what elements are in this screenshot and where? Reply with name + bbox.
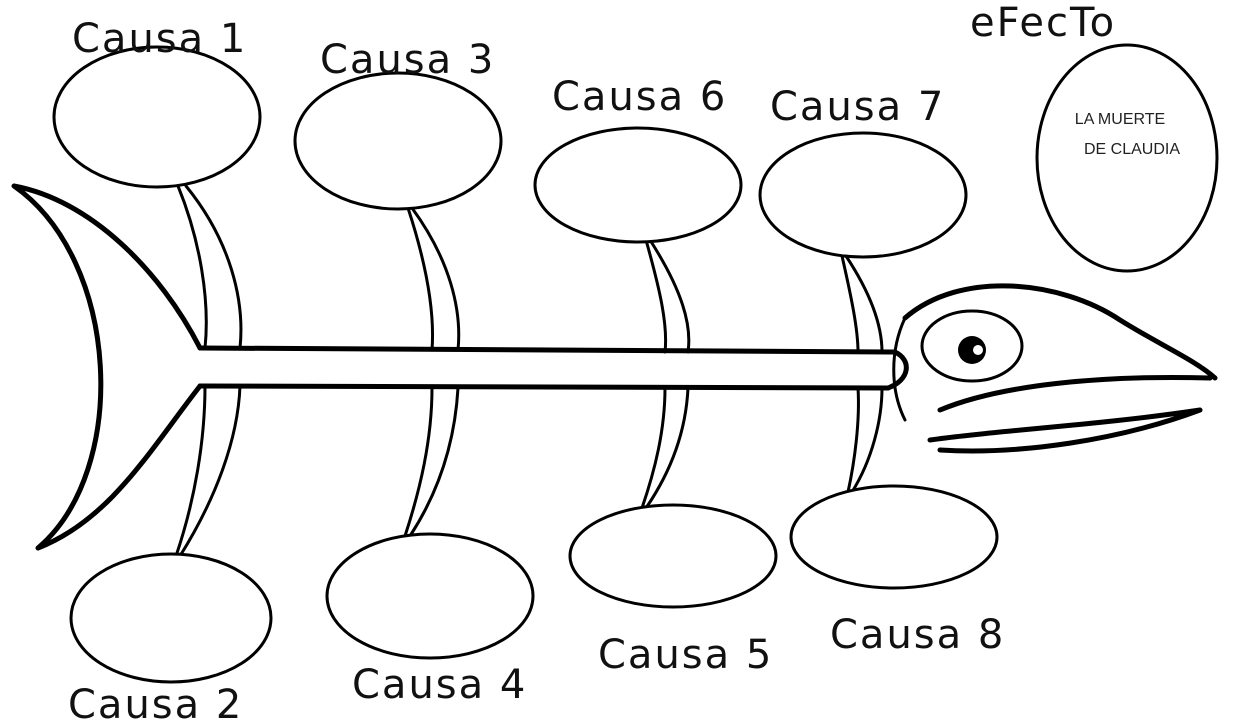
fish-head-jaw xyxy=(927,407,1203,454)
rib-upper-1 xyxy=(176,184,243,350)
cause-2-bubble[interactable] xyxy=(69,552,273,684)
rib-lower-4 xyxy=(846,386,884,494)
fish-eye-pupil xyxy=(958,336,986,364)
cause-8-label: Causa 8 xyxy=(830,612,1005,658)
cause-5-label: Causa 5 xyxy=(598,632,773,678)
rib-lower-3 xyxy=(640,386,690,510)
fish-head-mouth xyxy=(937,374,1213,413)
cause-1-bubble[interactable] xyxy=(52,45,262,189)
cause-8-bubble[interactable] xyxy=(789,484,999,590)
fish-gill xyxy=(892,316,907,422)
cause-3-bubble[interactable] xyxy=(293,71,503,211)
rib-upper-4 xyxy=(840,254,884,354)
cause-4-bubble[interactable] xyxy=(325,532,535,660)
cause-6-label: Causa 6 xyxy=(552,74,727,120)
cause-1-label: Causa 1 xyxy=(72,16,247,62)
effect-bubble[interactable] xyxy=(1035,43,1219,273)
cause-7-bubble[interactable] xyxy=(758,131,968,259)
fish-eye-glint xyxy=(973,345,983,355)
rib-lower-2 xyxy=(403,386,460,538)
rib-upper-2 xyxy=(406,206,461,352)
fish-tail xyxy=(11,183,203,551)
fish-spine-bottom xyxy=(197,383,891,391)
cause-4-label: Causa 4 xyxy=(352,662,527,708)
fish-spine-end xyxy=(885,349,909,391)
effect-text-line2: DE CLAUDIA xyxy=(1084,141,1180,158)
effect-text-line1: LA MUERTE xyxy=(1075,111,1165,128)
rib-lower-1 xyxy=(174,384,242,558)
rib-upper-3 xyxy=(644,238,691,354)
cause-2-label: Causa 2 xyxy=(68,682,243,725)
fish-spine-top xyxy=(197,345,898,355)
fish-head-top xyxy=(902,283,1218,381)
effect-heading: eFecTo xyxy=(970,0,1116,46)
cause-3-label: Causa 3 xyxy=(320,37,495,83)
cause-5-bubble[interactable] xyxy=(568,503,778,609)
cause-7-label: Causa 7 xyxy=(770,84,945,130)
cause-6-bubble[interactable] xyxy=(533,126,743,244)
